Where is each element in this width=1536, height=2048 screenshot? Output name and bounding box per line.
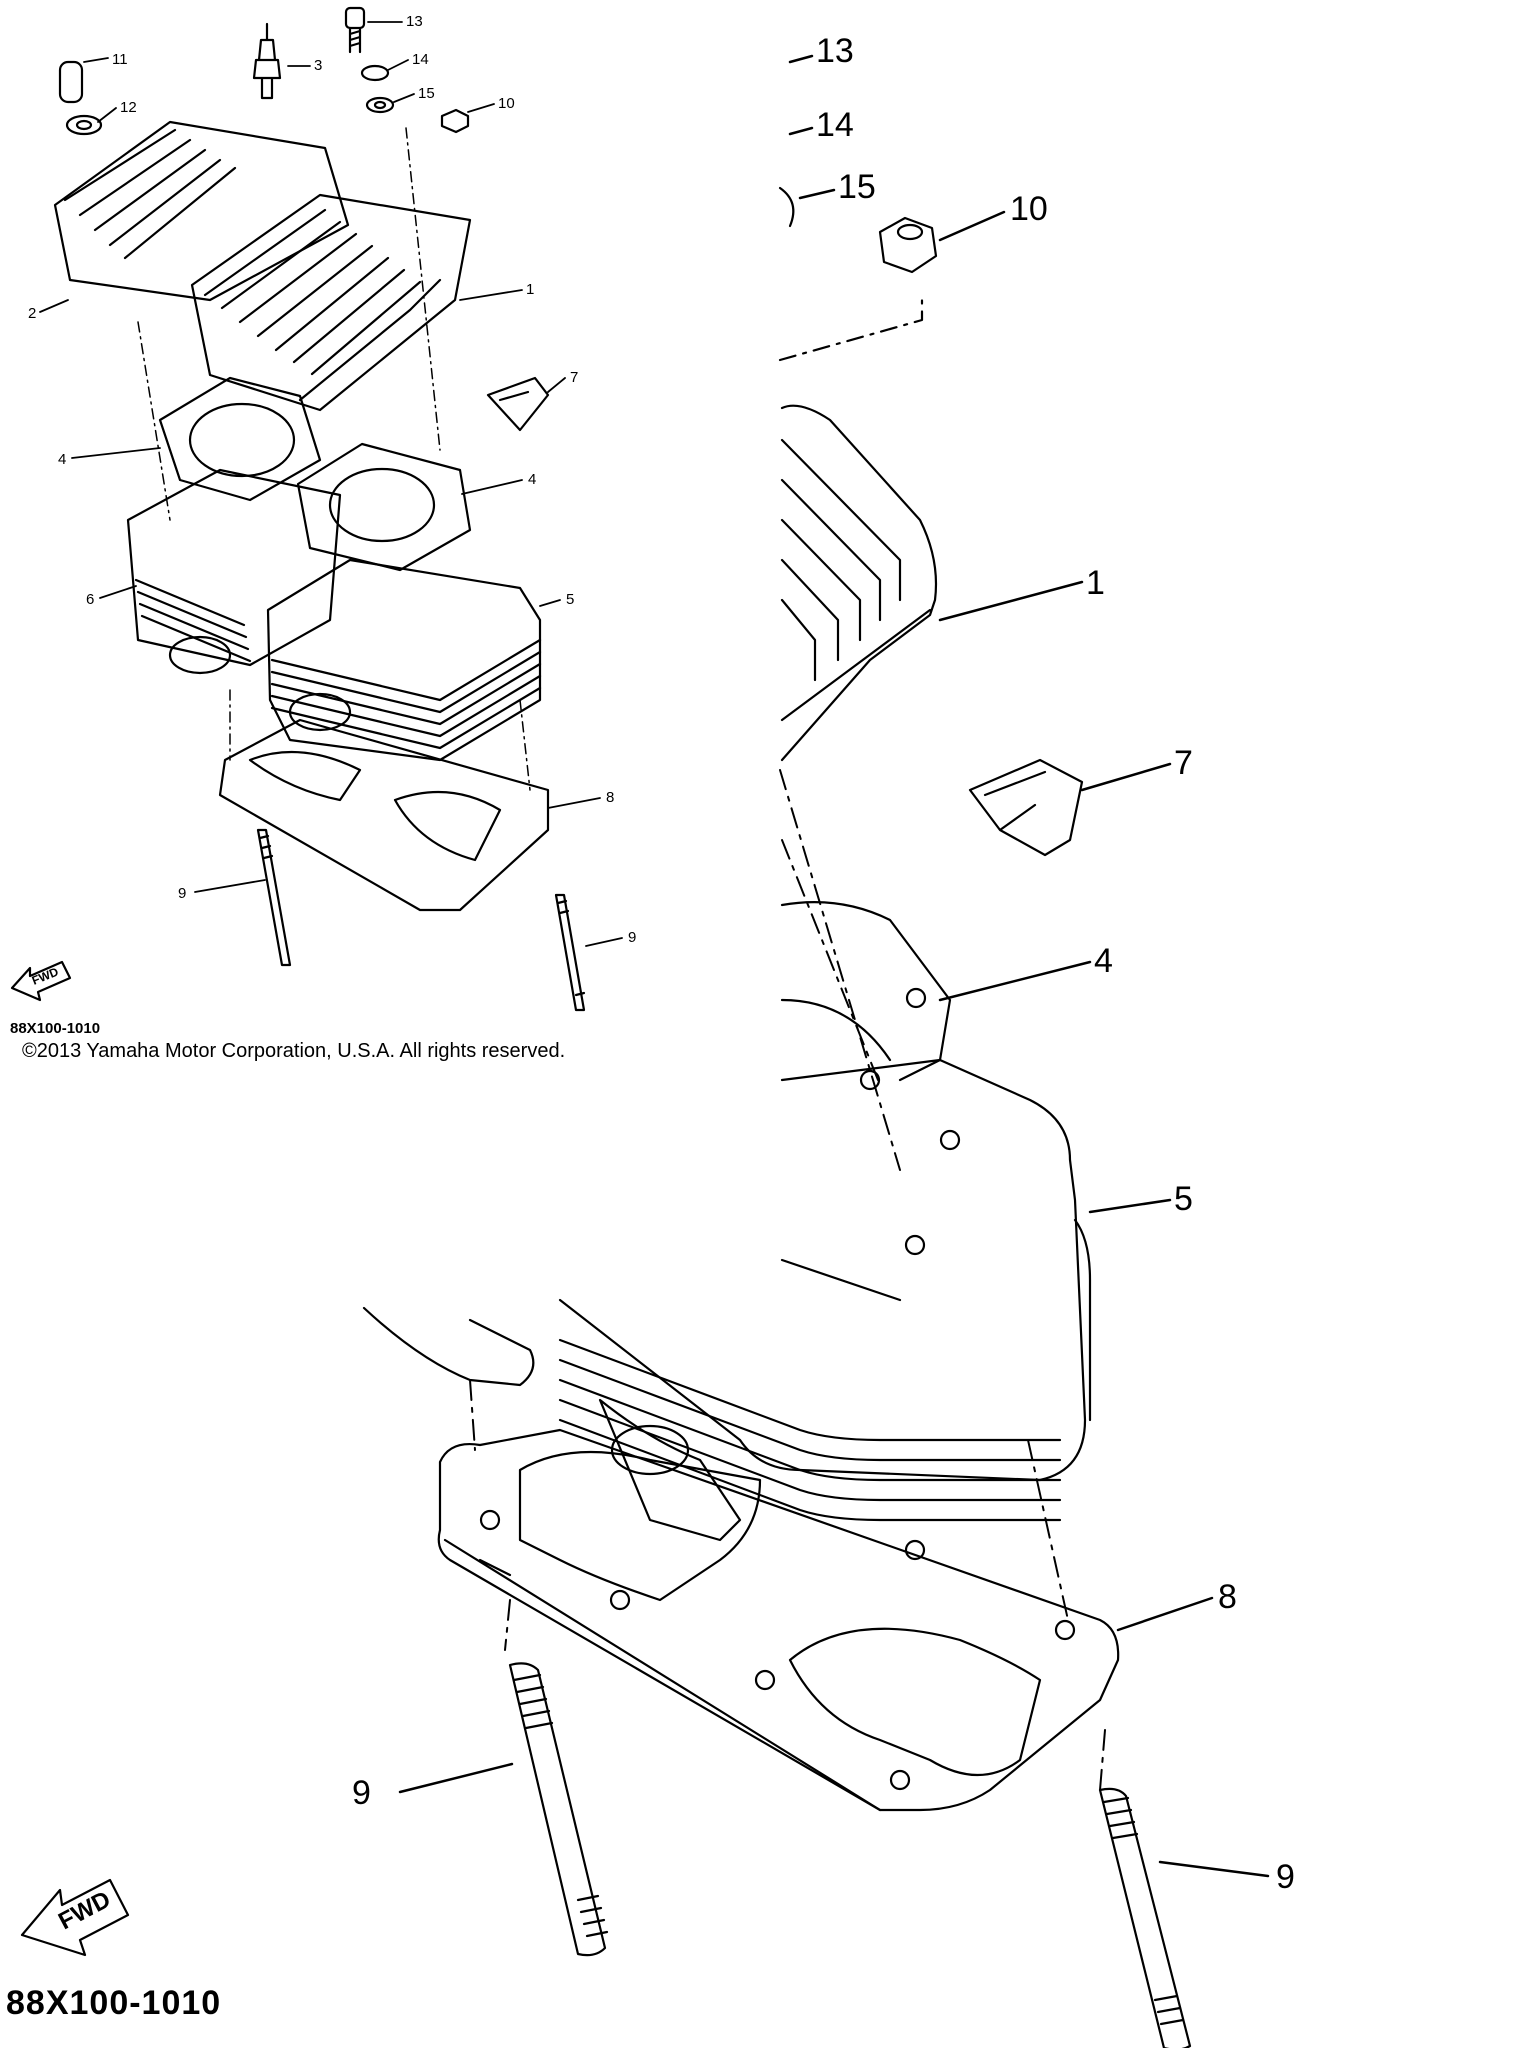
head-gasket-4a-small — [158, 376, 322, 502]
callout-14-small: 14 — [412, 51, 429, 68]
callout-10-large: 10 — [1010, 190, 1048, 228]
callout-8-small: 8 — [606, 789, 615, 806]
fwd-arrow-large — [20, 1878, 130, 1957]
zoom-view — [20, 54, 1270, 2048]
fwd-arrow-small — [10, 960, 72, 1002]
callout-4-large: 4 — [1094, 942, 1113, 980]
part-code-small: 88X100-1010 — [10, 1020, 101, 1037]
callout-4b-small: 4 — [528, 471, 537, 488]
stud-9a-large — [508, 1662, 607, 1957]
bolt-13-small — [344, 6, 366, 54]
callout-6-small: 6 — [86, 591, 95, 608]
cylinder-5-large — [558, 1058, 1087, 1482]
callout-8-large: 8 — [1218, 1578, 1237, 1616]
callout-15-small: 15 — [418, 85, 435, 102]
base-gasket-8-large — [437, 1428, 1120, 1812]
stud-9b-small — [554, 893, 586, 1012]
callout-7-small: 7 — [570, 369, 579, 386]
callout-4a-small: 4 — [58, 451, 67, 468]
part-code-large: 88X100-1010 — [6, 1984, 222, 2022]
callout-11-small: 11 — [112, 51, 128, 68]
callout-9b-large: 9 — [1276, 1858, 1295, 1896]
callout-12-small: 12 — [120, 99, 137, 116]
callout-9a-small: 9 — [178, 885, 187, 902]
nut-10-large — [878, 216, 938, 274]
stud-9a-small — [256, 828, 292, 967]
cylinder-head-2-small — [53, 120, 350, 302]
callout-1-large: 1 — [1086, 564, 1105, 602]
callout-10-small: 10 — [498, 95, 515, 112]
cylinder-5-small — [266, 558, 542, 762]
callout-3-small: 3 — [314, 57, 323, 74]
callout-15-large: 15 — [838, 168, 876, 206]
cylinder-6-small — [126, 468, 342, 667]
cylinder-head-1-large — [780, 404, 938, 762]
callout-2-small: 2 — [28, 305, 37, 322]
cylinder-head-1-small — [190, 193, 472, 412]
base-gasket-8-small — [218, 718, 550, 912]
callout-13-small: 13 — [406, 13, 423, 30]
copyright-notice: ©2013 Yamaha Motor Corporation, U.S.A. A… — [22, 1040, 566, 1062]
callout-13-large: 13 — [816, 32, 854, 70]
callout-9a-large: 9 — [352, 1774, 371, 1812]
overview-view — [10, 6, 623, 1012]
head-gasket-4b-small — [296, 442, 472, 572]
damper-7-large — [968, 758, 1084, 857]
stud-9b-large — [1098, 1787, 1192, 2048]
callout-1-small: 1 — [526, 281, 535, 298]
callout-7-large: 7 — [1174, 744, 1193, 782]
callout-5-small: 5 — [566, 591, 575, 608]
callout-5-large: 5 — [1174, 1180, 1193, 1218]
head-gasket-4-large — [780, 901, 952, 1082]
callout-14-large: 14 — [816, 106, 854, 144]
callout-9b-small: 9 — [628, 929, 637, 946]
